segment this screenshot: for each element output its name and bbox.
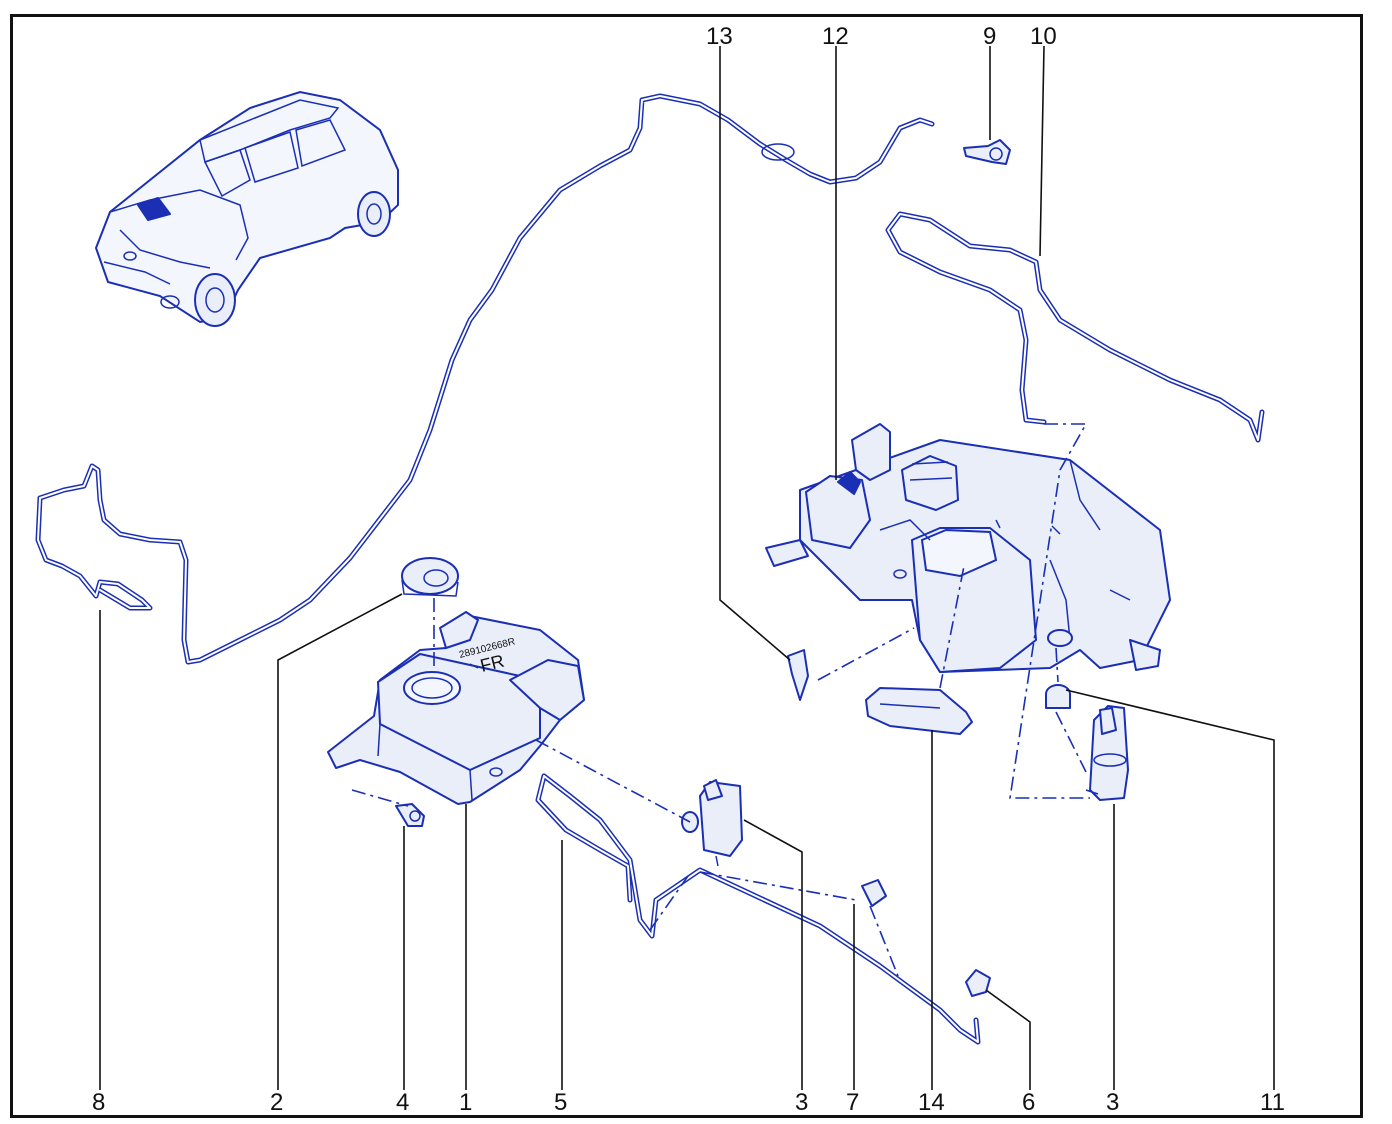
callout-5: 5 — [554, 1089, 567, 1116]
grommet-icon — [1045, 684, 1071, 709]
callout-3-right: 3 — [1106, 1089, 1119, 1116]
washer-reservoir-icon — [765, 423, 1171, 673]
nozzle-icon — [963, 139, 1011, 165]
callout-2: 2 — [270, 1089, 283, 1116]
callout-numbers: 13 12 9 10 8 2 4 1 5 3 7 14 6 3 11 — [92, 23, 1285, 1116]
hose-icon — [885, 211, 1265, 443]
washer-pump-icon — [681, 779, 743, 867]
callout-7: 7 — [846, 1089, 859, 1116]
callout-8: 8 — [92, 1089, 105, 1116]
hose-icon — [35, 93, 935, 665]
washer-reservoir-icon: 289102668R FR — [327, 611, 585, 805]
filler-cap-icon — [401, 557, 459, 597]
washer-pump-icon — [1085, 705, 1129, 801]
filler-cap-icon — [865, 687, 973, 735]
connector-icon — [861, 879, 887, 907]
callout-4: 4 — [396, 1089, 409, 1116]
callout-13: 13 — [706, 23, 733, 50]
assembly-lines — [351, 423, 1090, 977]
callout-1: 1 — [459, 1089, 472, 1116]
callout-12: 12 — [822, 23, 849, 50]
callout-3-center: 3 — [795, 1089, 808, 1116]
bolt-icon — [395, 803, 425, 827]
callout-11: 11 — [1260, 1089, 1285, 1116]
leader-lines — [99, 45, 1275, 1090]
callout-9: 9 — [983, 23, 996, 50]
callout-14: 14 — [918, 1089, 945, 1116]
callout-6: 6 — [1022, 1089, 1035, 1116]
clip-icon — [787, 649, 809, 701]
car-icon — [94, 90, 399, 327]
hose-icon — [535, 773, 981, 1045]
nozzle-icon — [965, 969, 991, 997]
callout-10: 10 — [1030, 23, 1057, 50]
